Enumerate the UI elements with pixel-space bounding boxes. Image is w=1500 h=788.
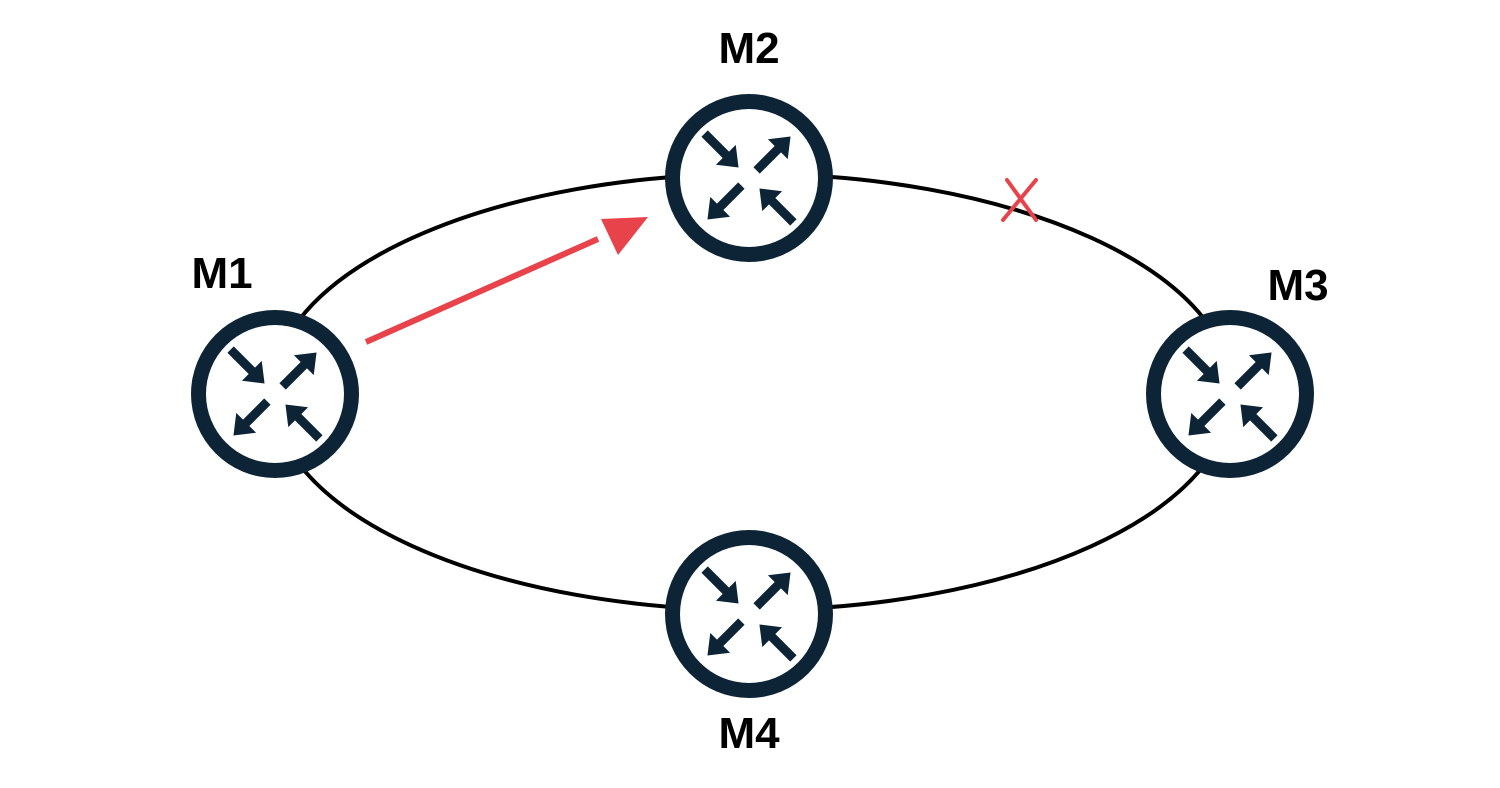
arrow-m1-to-m2 xyxy=(364,217,648,345)
node-m4[interactable]: M4 xyxy=(665,530,833,758)
node-m3[interactable]: M3 xyxy=(1146,261,1329,478)
node-m2[interactable]: M2 xyxy=(665,24,833,262)
node-label: M2 xyxy=(718,24,779,73)
router-icon xyxy=(665,94,833,262)
node-label: M4 xyxy=(718,709,780,758)
x-mark xyxy=(1001,178,1038,222)
router-icon xyxy=(191,310,359,478)
node-label: M1 xyxy=(191,249,252,298)
router-icon xyxy=(1146,310,1314,478)
node-m1[interactable]: M1 xyxy=(191,249,359,478)
node-label: M3 xyxy=(1267,261,1328,310)
router-icon xyxy=(665,530,833,698)
